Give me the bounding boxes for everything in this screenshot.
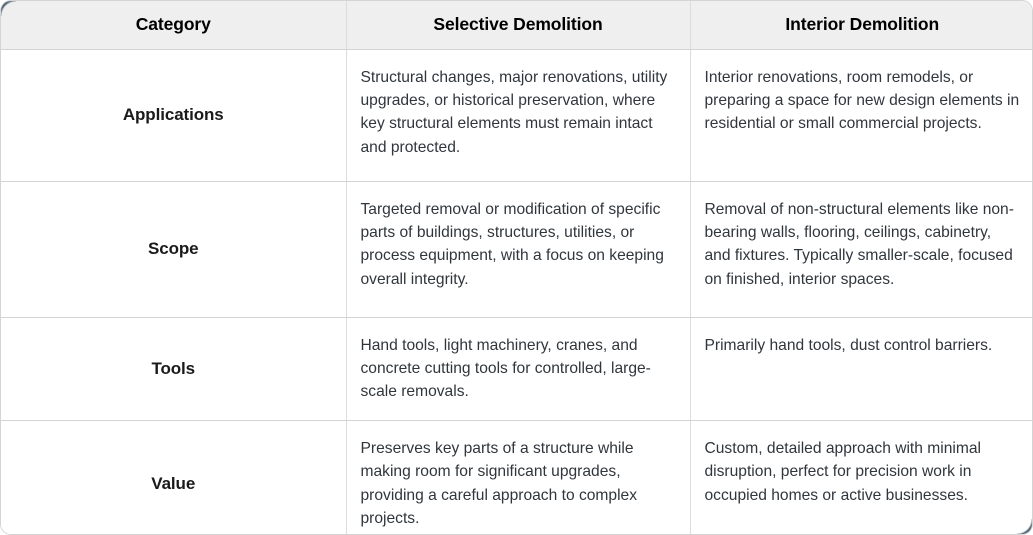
cell-value-selective-demolition: Preserves key parts of a structure while… xyxy=(346,420,691,534)
row-label-scope: Scope xyxy=(1,181,347,318)
column-header-category: Category xyxy=(1,1,347,50)
row-label-value: Value xyxy=(1,420,347,534)
table-body: Applications Structural changes, major r… xyxy=(1,49,1032,534)
column-header-selective-demolition: Selective Demolition xyxy=(346,1,691,50)
table-row: Applications Structural changes, major r… xyxy=(1,49,1032,182)
cell-tools-interior-demolition: Primarily hand tools, dust control barri… xyxy=(690,317,1032,421)
table-row: Value Preserves key parts of a structure… xyxy=(1,420,1032,534)
row-label-applications: Applications xyxy=(1,49,347,182)
cell-applications-selective-demolition: Structural changes, major renovations, u… xyxy=(346,49,691,182)
column-header-interior-demolition: Interior Demolition xyxy=(690,1,1032,50)
table-header-row: Category Selective Demolition Interior D… xyxy=(1,1,1032,50)
table-header: Category Selective Demolition Interior D… xyxy=(1,1,1032,50)
table-row: Tools Hand tools, light machinery, crane… xyxy=(1,317,1032,421)
table-row: Scope Targeted removal or modification o… xyxy=(1,181,1032,318)
cell-value-interior-demolition: Custom, detailed approach with minimal d… xyxy=(690,420,1032,534)
cell-scope-selective-demolition: Targeted removal or modification of spec… xyxy=(346,181,691,318)
cell-scope-interior-demolition: Removal of non-structural elements like … xyxy=(690,181,1032,318)
cell-applications-interior-demolition: Interior renovations, room remodels, or … xyxy=(690,49,1032,182)
row-label-tools: Tools xyxy=(1,317,347,421)
cell-tools-selective-demolition: Hand tools, light machinery, cranes, and… xyxy=(346,317,691,421)
